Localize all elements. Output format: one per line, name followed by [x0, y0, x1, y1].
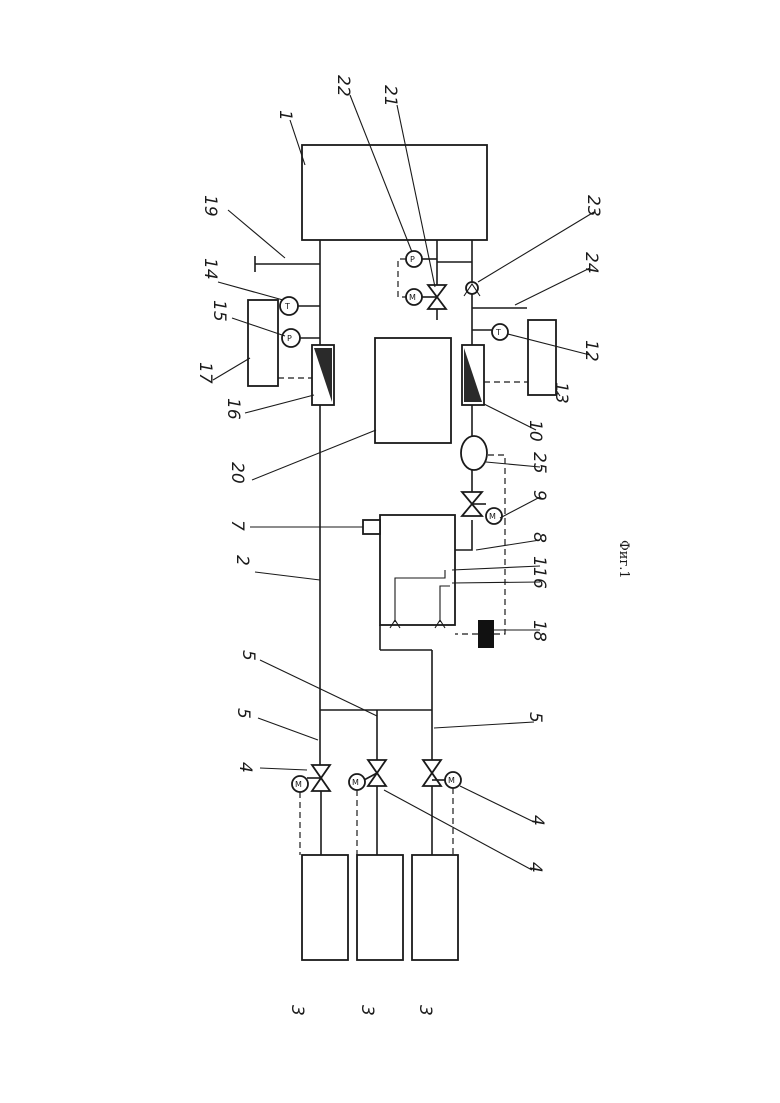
label-22: 22: [333, 75, 353, 97]
label-20: 20: [227, 462, 247, 484]
label-3-left: 3: [287, 1005, 307, 1016]
control-block-18: [478, 620, 494, 648]
label-25: 25: [529, 452, 549, 474]
label-6: 6: [529, 578, 549, 589]
label-5-right: 5: [525, 712, 545, 723]
pressure-gauge-22-symbol: P: [410, 255, 415, 264]
label-5-left: 5: [233, 708, 253, 719]
pressure-sensor-15-symbol: P: [287, 334, 292, 343]
label-17: 17: [195, 362, 215, 384]
label-4-right: 4: [527, 815, 547, 826]
unit-20-box: [375, 338, 451, 443]
control-line-18-9: [494, 524, 505, 634]
label-14: 14: [200, 258, 220, 280]
valve-4-middle-lower: [368, 773, 386, 786]
label-23: 23: [583, 195, 603, 217]
label-4-middle: 4: [525, 862, 545, 873]
label-13: 13: [551, 382, 571, 404]
valve-21-lower: [428, 297, 446, 309]
label-21: 21: [380, 85, 400, 107]
label-11: 11: [529, 556, 549, 578]
valve-4-left-lower: [312, 778, 330, 791]
motor-4-right-symbol: M: [448, 776, 455, 785]
valve-9: [462, 492, 482, 504]
mixer-box: [380, 515, 455, 625]
label-16: 16: [223, 398, 243, 420]
pipe-8: [455, 520, 472, 550]
label-1: 1: [275, 110, 295, 121]
motor-4-left-symbol: M: [295, 780, 302, 789]
temperature-sensor-14-symbol: T: [284, 302, 290, 311]
valve-9-lower: [462, 504, 482, 516]
label-3-right: 3: [415, 1005, 435, 1016]
label-15: 15: [209, 300, 229, 322]
label-24: 24: [581, 252, 601, 274]
motor-9-symbol: M: [489, 512, 496, 521]
label-10: 10: [525, 420, 545, 442]
label-3-middle: 3: [357, 1005, 377, 1016]
label-19: 19: [200, 195, 220, 217]
motor-4-middle-symbol: M: [352, 778, 359, 787]
unit-1-box: [302, 145, 487, 240]
temperature-sensor-12-symbol: T: [495, 328, 501, 337]
tank-3-middle: [357, 855, 403, 960]
tank-3-right: [412, 855, 458, 960]
valve-4-middle-upper: [368, 760, 386, 773]
label-2: 2: [232, 555, 252, 566]
figure-caption: Фиг.1: [616, 540, 631, 579]
tank-3-left: [302, 855, 348, 960]
motor-21-symbol: M: [409, 293, 416, 302]
unit-17-box: [248, 300, 278, 386]
label-5-top: 5: [238, 650, 258, 661]
label-7: 7: [227, 520, 247, 531]
valve-4-left-upper: [312, 765, 330, 778]
label-18: 18: [529, 620, 549, 642]
label-9: 9: [529, 490, 549, 501]
element-7: [363, 520, 380, 534]
valve-4-right-upper: [423, 760, 441, 773]
label-12: 12: [581, 340, 601, 362]
element-25: [461, 436, 487, 470]
label-8: 8: [529, 532, 549, 543]
label-4-left: 4: [235, 762, 255, 773]
valve-21: [428, 285, 446, 297]
control-line-22-21: [398, 259, 406, 297]
